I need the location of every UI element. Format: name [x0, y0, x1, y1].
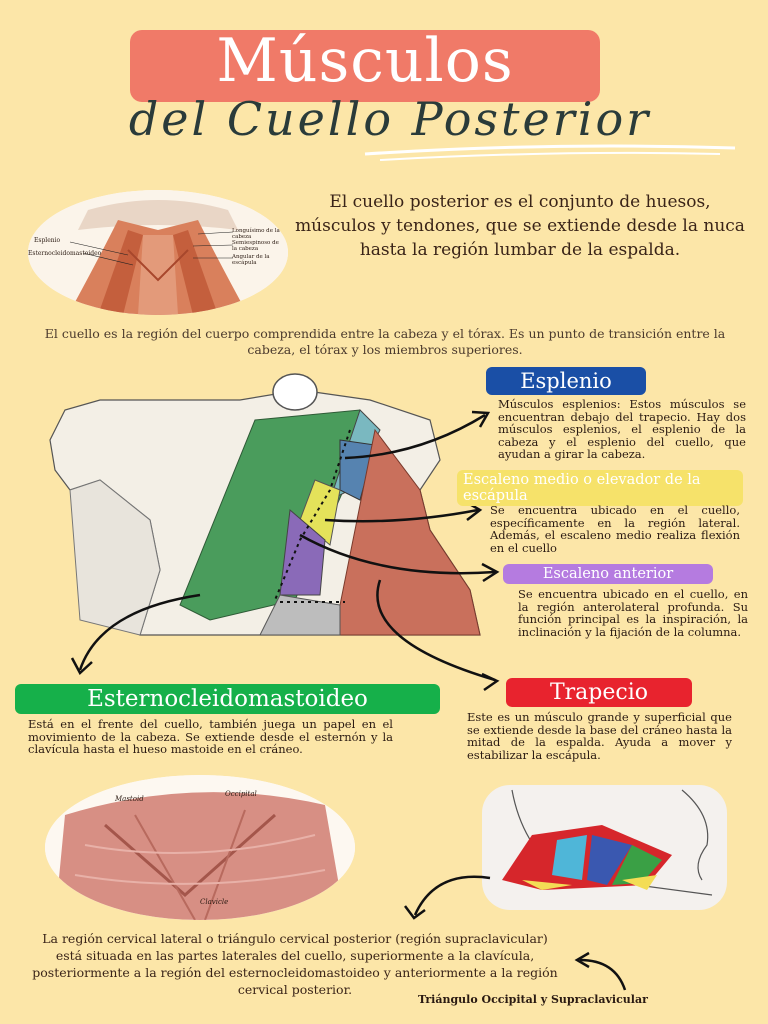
label-mastoid: Mastoid	[115, 795, 144, 803]
bottom-paragraph: La región cervical lateral o triángulo c…	[32, 931, 558, 997]
triangle-diagram-image	[482, 785, 727, 910]
badge-trapecio: Trapecio	[506, 678, 692, 707]
neck-anterior-image	[28, 190, 288, 315]
page-title: Músculos	[216, 26, 514, 96]
badge-esplenio: Esplenio	[486, 367, 646, 395]
page-subtitle: del Cuello Posterior	[128, 92, 652, 146]
connector-arrows	[70, 410, 500, 692]
text-trapecio: Este es un músculo grande y superficial …	[467, 710, 732, 762]
triangle-caption: Triángulo Occipital y Supraclavicular	[418, 993, 648, 1006]
badge-esternocleidomastoideo: Esternocleidomastoideo	[15, 684, 440, 714]
badge-escaleno-anterior: Escaleno anterior	[503, 564, 713, 584]
neck-lateral-illustration	[49, 373, 481, 636]
label-esplenio-small: Esplenio	[34, 237, 61, 244]
text-escaleno-anterior: Se encuentra ubicado en el cuello, en la…	[518, 587, 748, 639]
label-longuisimo: Longuísimo de la cabeza	[232, 228, 280, 240]
label-occipital: Occipital	[225, 790, 257, 798]
label-ecm-small: Esternocleidomastoideo	[28, 250, 102, 257]
text-escaleno-medio: Se encuentra ubicado en el cuello, espec…	[490, 503, 740, 555]
arrow-bottom-caption	[574, 951, 627, 991]
label-semiespinoso: Semiespinoso de la cabeza	[232, 240, 279, 252]
subtitle-underline	[364, 144, 736, 161]
title-banner	[130, 30, 600, 102]
label-clavicle: Clavicle	[200, 898, 229, 906]
arrow-bottom-left	[404, 875, 491, 920]
text-esplenio: Músculos esplenios: Estos músculos se en…	[498, 397, 746, 461]
neck-posterior-image	[45, 775, 355, 920]
intro-paragraph: El cuello posterior es el conjunto de hu…	[295, 192, 745, 260]
label-angular: Angular de la escápula	[232, 254, 270, 266]
badge-escaleno-medio: Escaleno medio o elevador de la escápula	[457, 470, 743, 506]
intro-secondary: El cuello es la región del cuerpo compre…	[44, 326, 726, 357]
text-esternocleidomastoideo: Está en el frente del cuello, también ju…	[28, 717, 393, 756]
